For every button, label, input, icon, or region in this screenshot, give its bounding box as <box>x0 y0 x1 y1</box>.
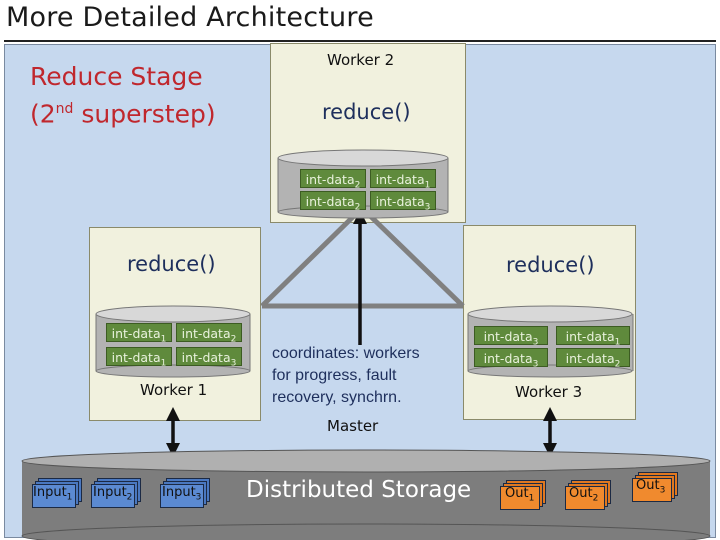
data-cell: int-data2 <box>176 323 242 345</box>
data-cell: int-data2 <box>556 348 630 370</box>
data-cell: int-data1 <box>370 169 436 191</box>
master-label: Master <box>327 417 379 435</box>
data-cell: int-data1 <box>106 323 172 345</box>
data-cell: int-data2 <box>300 191 366 213</box>
slide-title: More Detailed Architecture <box>6 2 374 33</box>
worker1-reduce-label: reduce() <box>127 252 216 276</box>
worker2-label: Worker 2 <box>327 51 395 69</box>
data-cell: int-data1 <box>556 326 630 348</box>
worker3-label: Worker 3 <box>515 383 583 401</box>
data-cell: int-data1 <box>106 347 172 369</box>
stage-title-line1: Reduce Stage <box>30 62 203 91</box>
data-cell: int-data3 <box>176 347 242 369</box>
data-cell: int-data3 <box>370 191 436 213</box>
master-description: coordinates: workers for progress, fault… <box>272 345 420 406</box>
stage-title: Reduce Stage (2nd superstep) <box>30 60 216 130</box>
link-w2-w1 <box>260 206 364 308</box>
title-rule <box>4 40 716 42</box>
worker1-label: Worker 1 <box>140 381 208 399</box>
link-w2-w3 <box>360 206 465 308</box>
data-cell: int-data3 <box>474 326 548 348</box>
distributed-storage-label: Distributed Storage <box>246 477 472 503</box>
worker3-reduce-label: reduce() <box>506 253 595 277</box>
worker2-reduce-label: reduce() <box>322 100 411 124</box>
data-cell: int-data3 <box>474 348 548 370</box>
data-cell: int-data2 <box>300 169 366 191</box>
stage-title-line2: (2nd superstep) <box>30 99 216 129</box>
